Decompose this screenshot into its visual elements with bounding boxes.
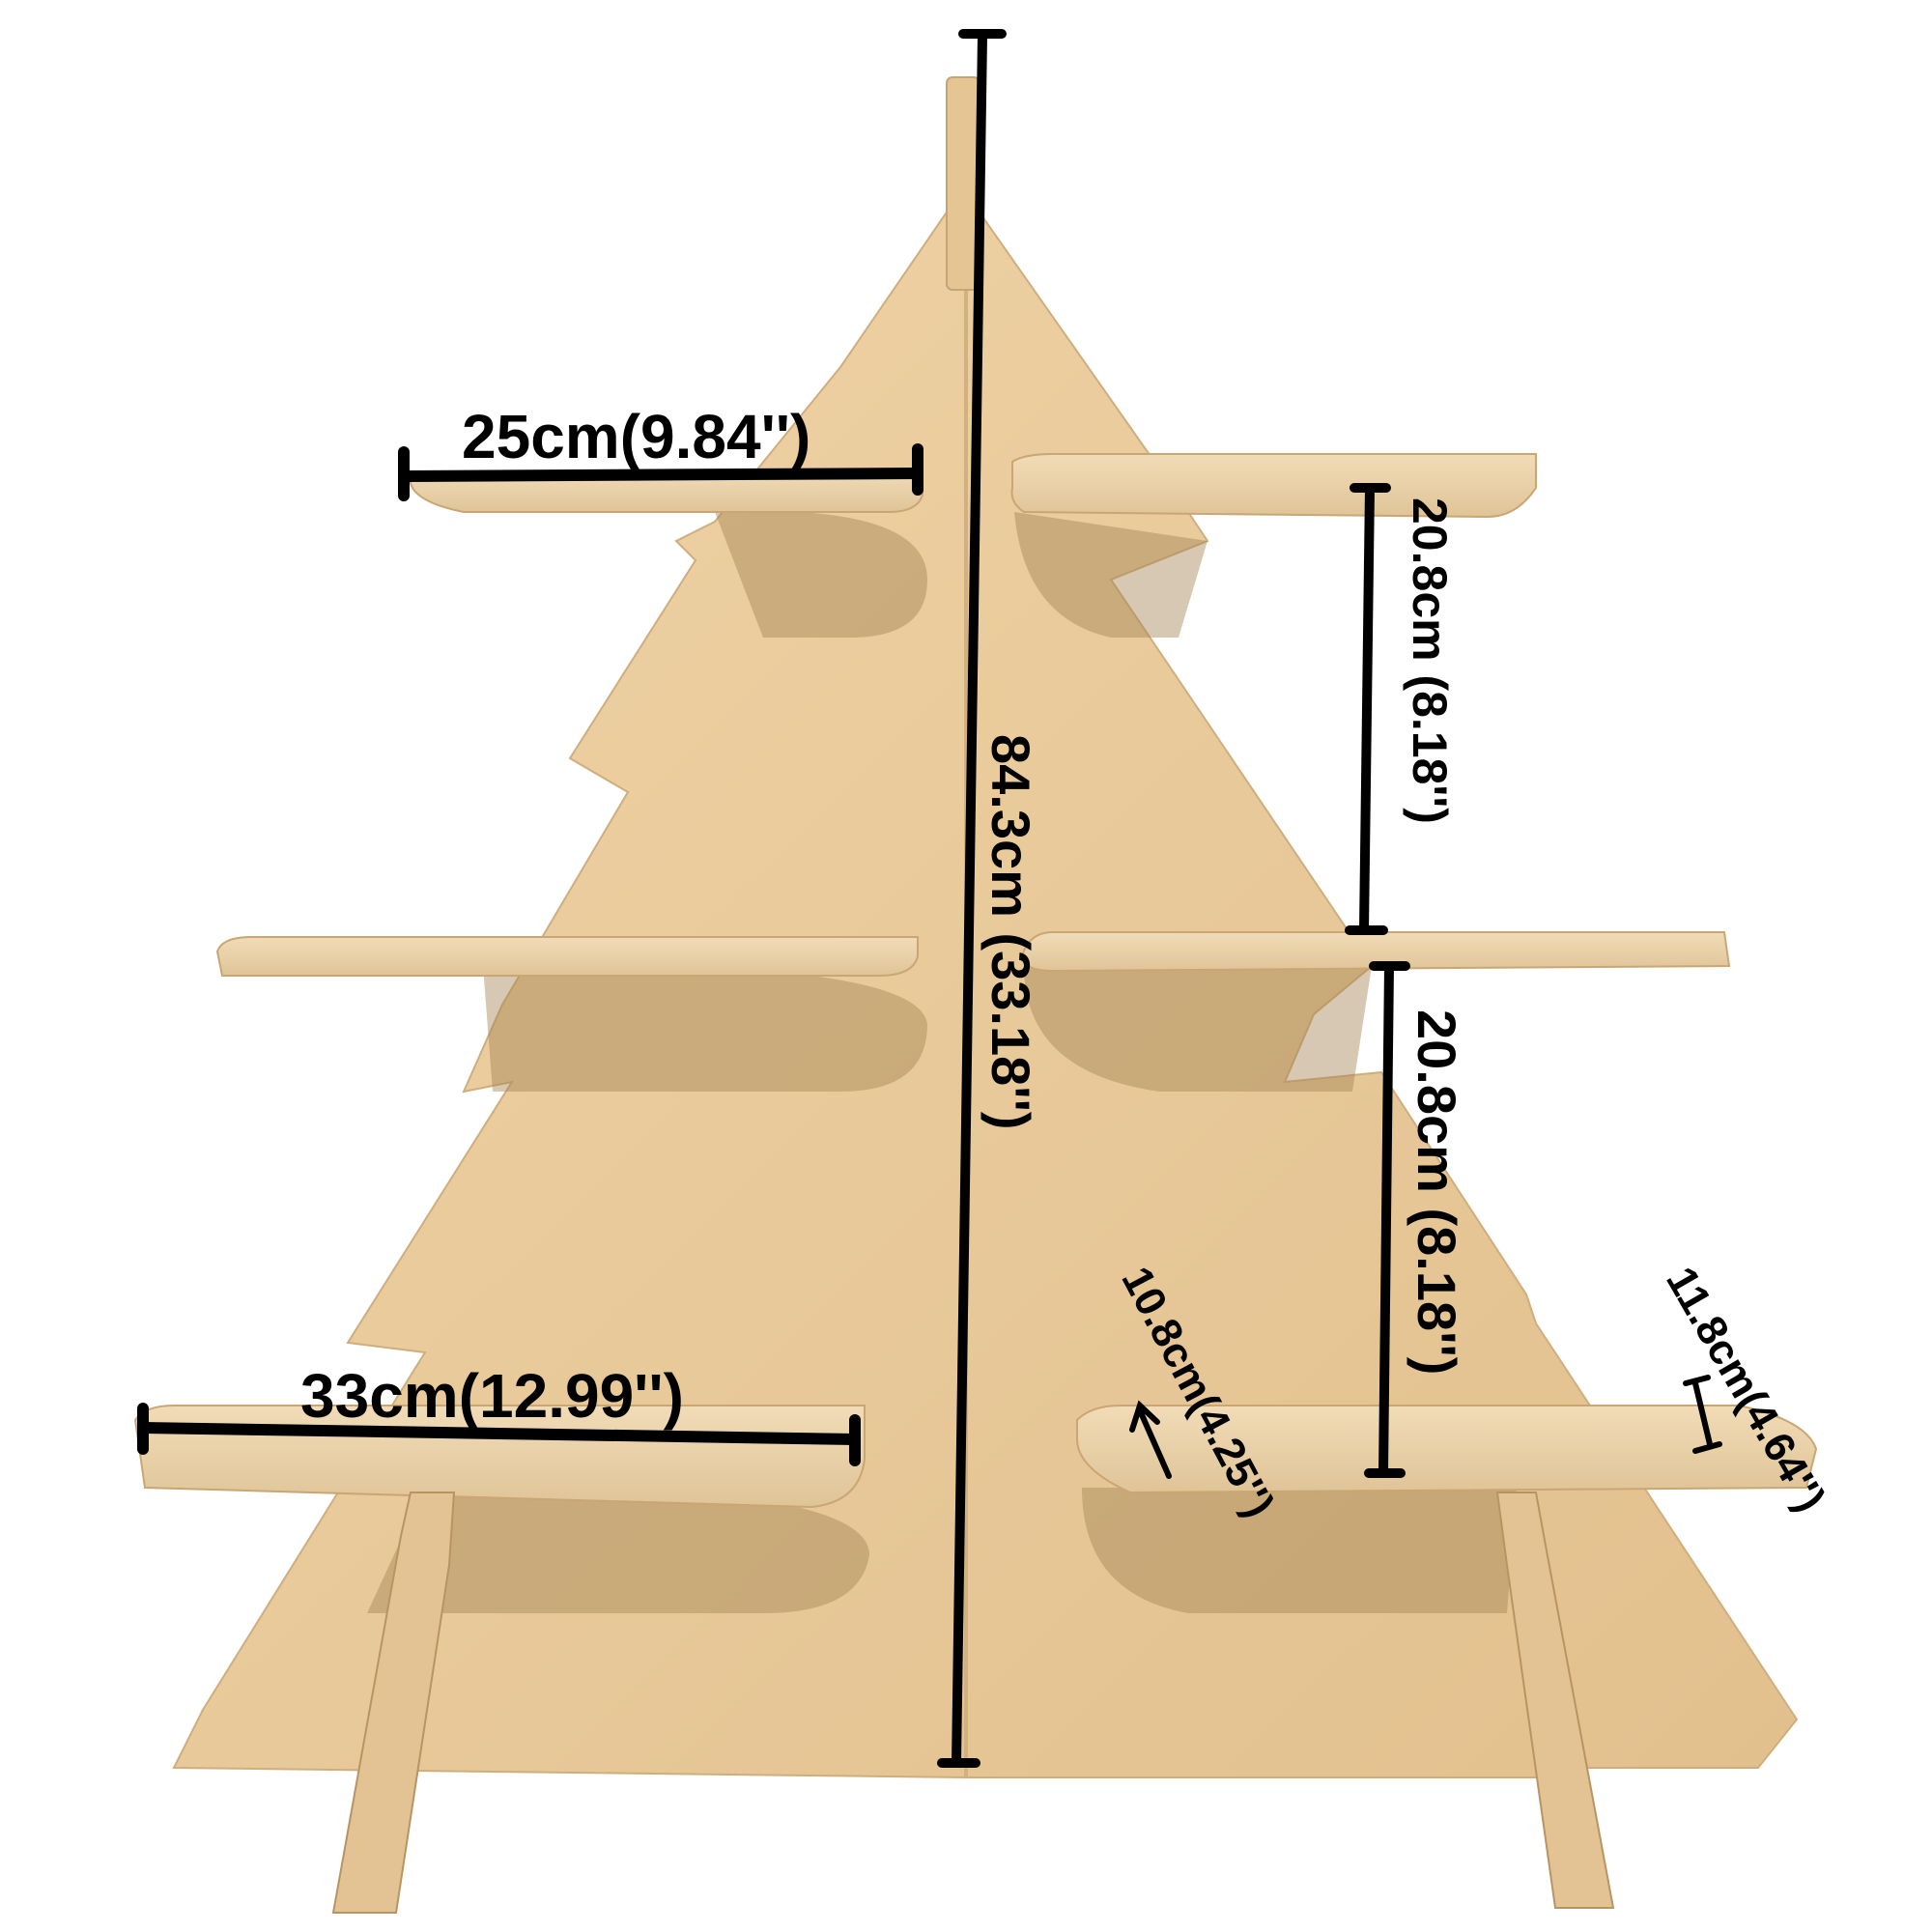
dim-line-total-height (952, 31, 987, 1768)
dim-line-spacing-upper (1359, 483, 1375, 935)
label-shelf-spacing-upper: 20.8cm (8.18'') (1403, 497, 1457, 824)
shelf-mid-left (215, 936, 919, 977)
shelves (133, 453, 1818, 1509)
legs (331, 1492, 1615, 1914)
label-top-shelf-width: 25cm(9.84'') (462, 402, 811, 471)
shelf-shadows (367, 510, 1517, 1613)
leg-right (1495, 1492, 1615, 1909)
shelf-bottom-right (1076, 1405, 1818, 1494)
shelf-top-right (1010, 453, 1537, 519)
label-total-height: 84.3cm (33.18'') (980, 734, 1041, 1130)
shelf-top-left (410, 470, 923, 513)
dim-line-bottom-width (137, 1422, 861, 1445)
dim-line-spacing-lower (1378, 961, 1394, 1478)
dim-tick-depth-outer-top (1683, 1375, 1711, 1386)
dim-line-top-width (398, 468, 923, 482)
tree-panel (172, 191, 1799, 1778)
arrowhead-icon (1129, 1400, 1160, 1433)
leg-left (331, 1492, 456, 1914)
dim-arrow-depth-inner (1137, 1407, 1172, 1479)
dimension-lines (137, 29, 1722, 1768)
dim-line-depth-outer (1692, 1380, 1713, 1447)
dim-tick-depth-outer-bottom (1692, 1441, 1722, 1454)
label-bottom-shelf-width: 33cm(12.99'') (300, 1361, 684, 1431)
label-shelf-spacing-lower: 20.8cm (8.18'') (1406, 1009, 1467, 1376)
shelf-mid-right (1020, 931, 1731, 973)
